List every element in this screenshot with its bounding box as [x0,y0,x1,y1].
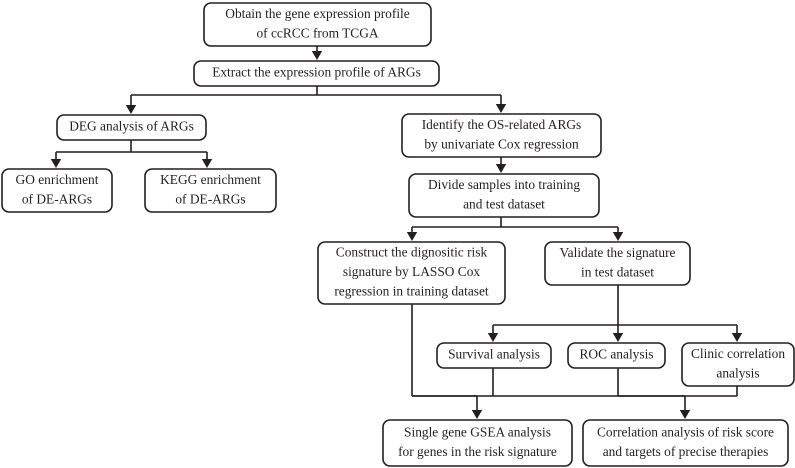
node-gsea-analysis[interactable]: Single gene GSEA analysis for genes in th… [382,419,573,467]
node-label-construct-signature-line1: Construct the dignositic risk [336,244,488,259]
arrow-to-clinic [731,333,743,342]
node-extract-args[interactable]: Extract the expression profile of ARGs [193,60,440,87]
node-box-identify-os-args [401,113,602,158]
node-validate-signature[interactable]: Validate the signature in test dataset [544,241,691,286]
node-construct-signature[interactable]: Construct the dignositic risk signature b… [317,241,506,305]
node-box-correlation-targets [582,419,789,467]
connector-layer [55,46,738,412]
node-label-kegg-enrichment-line2: of DE-ARGs [175,191,245,206]
node-box-clinic-correlation [681,342,795,387]
node-label-identify-os-args-line2: by univariate Cox regression [424,136,579,151]
node-survival-analysis[interactable]: Survival analysis [436,342,552,369]
node-box-survival-analysis [436,342,552,369]
node-label-divide-samples-line1: Divide samples into training [428,177,580,192]
arrow-to-gsea [471,410,483,419]
node-label-clinic-correlation-line2: analysis [716,365,759,380]
connector-roc-to-bottom [617,368,686,412]
node-obtain-profile[interactable]: Obtain the gene expression profile of ccR… [203,2,432,47]
node-label-validate-signature-line2: in test dataset [581,264,654,279]
node-label-extract-args-line1: Extract the expression profile of ARGs [212,65,421,80]
node-box-kegg-enrichment [144,168,277,213]
node-go-enrichment[interactable]: GO enrichment of DE-ARGs [1,168,113,213]
node-label-construct-signature-line3: regression in training dataset [334,284,489,299]
node-label-identify-os-args-line1: Identify the OS-related ARGs [422,117,582,132]
arrow-to-divide [495,164,507,173]
arrow-to-correlation [679,410,691,419]
node-label-go-enrichment-line1: GO enrichment [16,172,99,187]
node-box-extract-args [193,60,440,87]
node-label-obtain-profile-line2: of ccRCC from TCGA [256,25,378,40]
arrowhead-layer [50,51,743,419]
node-label-gsea-analysis-line1: Single gene GSEA analysis [404,424,551,439]
node-clinic-correlation[interactable]: Clinic correlation analysis [681,342,795,387]
connector-extract-split-bus [130,86,502,106]
arrow-to-go [50,159,62,168]
arrow-to-survival [487,333,499,342]
node-label-correlation-targets-line1: Correlation analysis of risk score [597,424,774,439]
arrow-to-construct [406,232,418,241]
connector-divide-split-bus [411,217,619,234]
node-kegg-enrichment[interactable]: KEGG enrichment of DE-ARGs [144,168,277,213]
node-label-divide-samples-line2: and test dataset [463,196,545,211]
arrow-to-extract [311,51,323,60]
node-label-survival-analysis-line1: Survival analysis [448,347,540,362]
node-label-roc-analysis-line1: ROC analysis [579,347,653,362]
node-label-clinic-correlation-line1: Clinic correlation [691,346,785,361]
node-label-correlation-targets-line2: and targets of precise therapies [603,444,769,459]
node-label-deg-analysis-line1: DEG analysis of ARGs [69,119,194,134]
node-deg-analysis[interactable]: DEG analysis of ARGs [56,114,207,141]
node-box-divide-samples [408,173,600,218]
arrow-to-deg [125,105,137,114]
node-box-validate-signature [544,241,691,286]
node-box-go-enrichment [1,168,113,213]
node-label-construct-signature-line2: signature by LASSO Cox [343,264,481,279]
node-correlation-targets[interactable]: Correlation analysis of risk score and ta… [582,419,789,467]
connector-validate-split-bus [492,285,738,335]
node-box-construct-signature [317,241,506,305]
arrow-to-roc [612,333,624,342]
connector-deg-split-bus [55,140,208,161]
node-label-validate-signature-line1: Validate the signature [559,245,675,260]
arrow-to-validate [612,232,624,241]
node-box-roc-analysis [567,342,666,369]
node-roc-analysis[interactable]: ROC analysis [567,342,666,369]
node-box-deg-analysis [56,114,207,141]
arrow-to-kegg [201,159,213,168]
node-box-obtain-profile [203,2,432,47]
node-divide-samples[interactable]: Divide samples into training and test dat… [408,173,600,218]
node-label-obtain-profile-line1: Obtain the gene expression profile [225,6,409,21]
node-identify-os-args[interactable]: Identify the OS-related ARGs by univariat… [401,113,602,158]
node-label-go-enrichment-line2: of DE-ARGs [22,191,92,206]
node-box-gsea-analysis [382,419,573,467]
node-label-gsea-analysis-line2: for genes in the risk signature [398,444,557,459]
arrow-to-identify [495,104,507,113]
node-label-kegg-enrichment-line1: KEGG enrichment [160,172,261,187]
